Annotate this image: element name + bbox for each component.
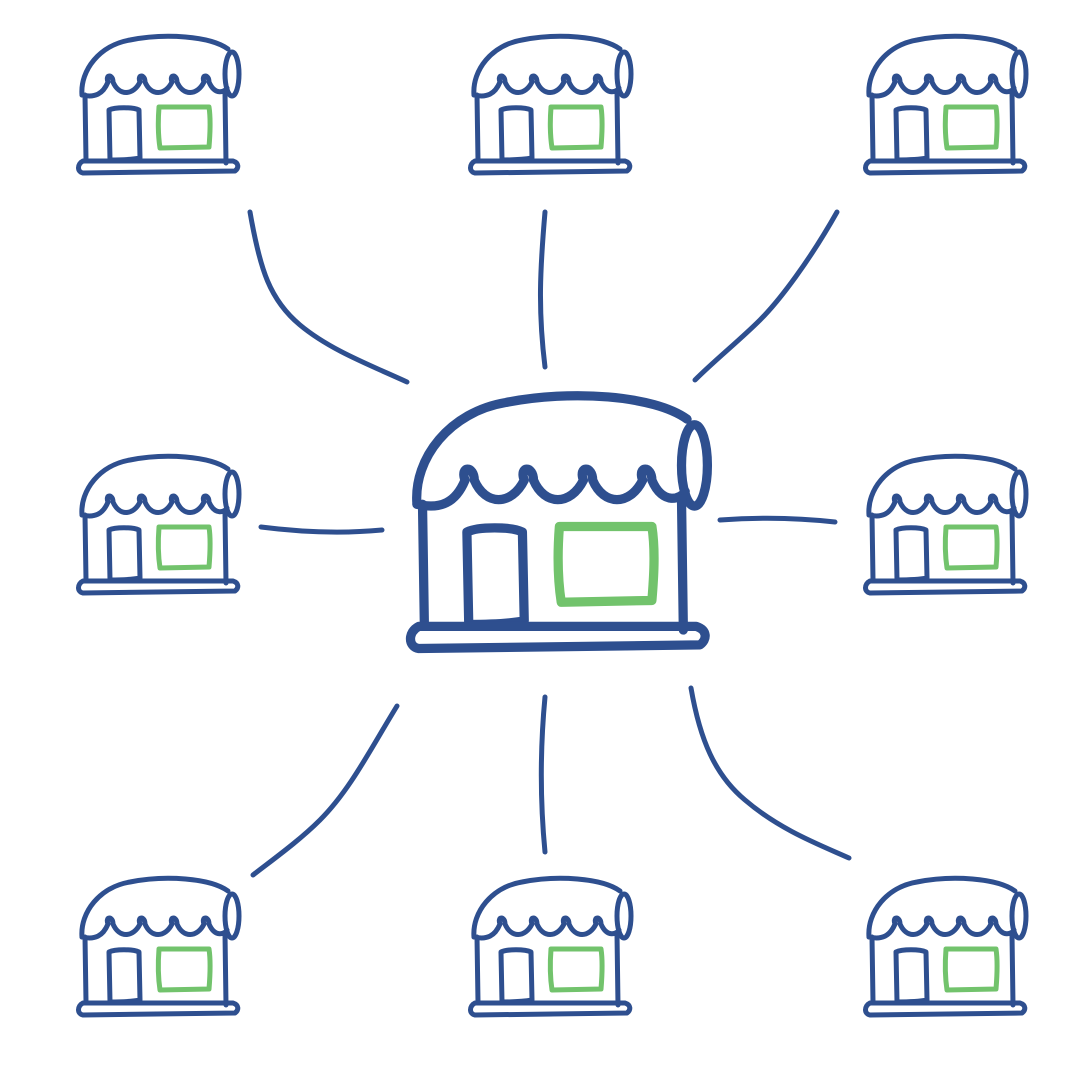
store-icon-left [79,456,240,593]
store-icon-top-right [866,36,1027,173]
store-icon-top [471,36,632,173]
connector-bottom-left [250,703,400,878]
connector-bottom [538,694,548,855]
connector-right [717,515,838,525]
connector-top [537,209,548,370]
store-icon-bottom [471,878,632,1015]
central-store-icon [410,396,707,649]
store-icon-right [866,456,1027,593]
connector-left [258,524,385,535]
store-icon-top-left [79,36,240,173]
store-icon-bottom-right [866,878,1027,1015]
connector-lines [247,209,852,878]
store-icon-bottom-left [79,878,240,1015]
connector-bottom-right [688,685,852,861]
connector-top-right [692,209,840,383]
connector-top-left [247,209,410,385]
